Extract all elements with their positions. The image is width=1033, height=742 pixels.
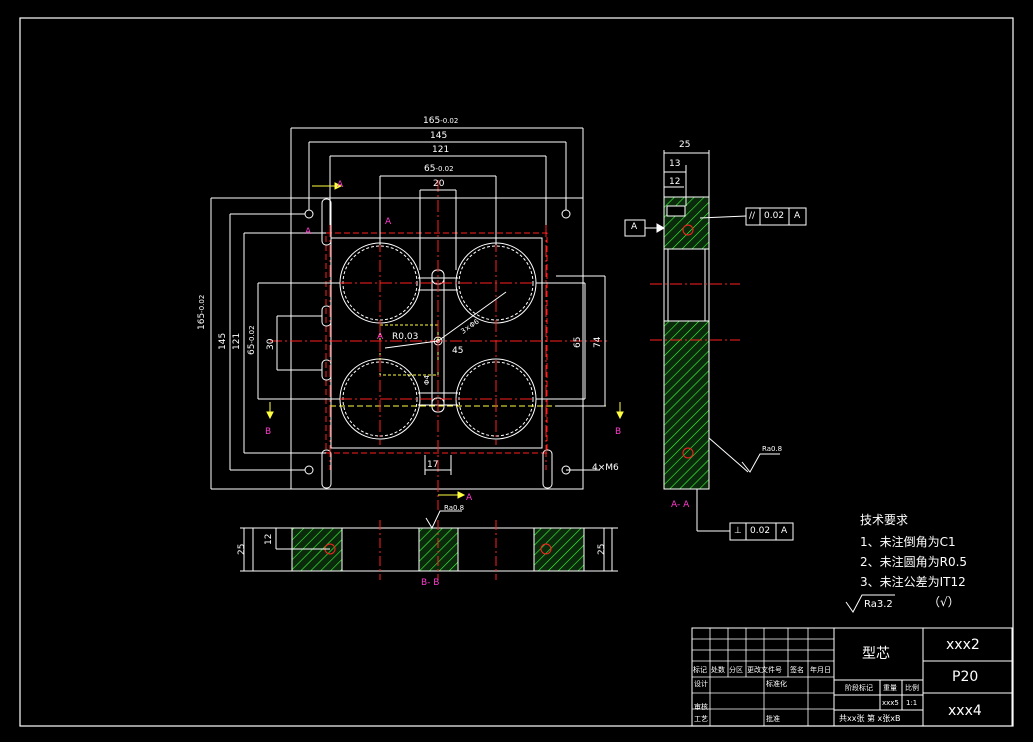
tech-note-2: 2、未注圆角为R0.5 <box>860 555 968 569</box>
section-label-a-bottom: A <box>466 493 473 503</box>
dim-left-165: 165-0.02 <box>197 294 207 330</box>
note-hole: 4×M6 <box>592 463 619 473</box>
side-view <box>624 150 807 541</box>
dim-top-165: 165-0.02 <box>423 116 459 126</box>
row-process: 工艺 <box>694 715 708 723</box>
bottom-dim-25-right: 25 <box>597 543 607 555</box>
roughness-symbol <box>845 594 895 613</box>
scale-label: 比例 <box>905 684 919 692</box>
hdr-col-5: 签名 <box>790 666 804 674</box>
hdr-col-4: 更改文件号 <box>747 666 782 674</box>
dim-top-145: 145 <box>430 131 448 141</box>
tech-note-1: 1、未注倒角为C1 <box>860 535 956 549</box>
bottom-section-label: B- B <box>421 578 440 588</box>
bottom-dim-25-left: 25 <box>237 543 247 555</box>
section-label-a-upper: A <box>385 217 392 227</box>
plate-outline <box>290 197 584 490</box>
section-label-a-center: A <box>377 332 384 342</box>
dim-center-45: 45 <box>452 346 464 356</box>
parallel-symbol: // <box>749 211 756 221</box>
row-approve: 批准 <box>766 715 780 723</box>
row-standard: 标准化 <box>766 680 787 688</box>
hdr-col-1: 标记 <box>693 666 707 674</box>
weight-value: xxx5 <box>882 699 899 707</box>
bottom-roughness: Ra0.8 <box>444 504 465 512</box>
stage-label: 阶段标记 <box>845 684 873 692</box>
dim-left-30: 30 <box>266 338 276 350</box>
side-dim-12: 12 <box>669 177 681 187</box>
dim-left-65: 65-0.02 <box>247 325 257 355</box>
main-view <box>210 127 624 510</box>
dim-top-20: 20 <box>433 179 445 189</box>
drawing-number: xxx2 <box>946 637 980 653</box>
row-review: 审核 <box>694 703 708 711</box>
section-label-b-left: B <box>265 427 272 437</box>
row-design: 设计 <box>694 680 708 688</box>
perp-symbol: ⊥ <box>734 526 742 536</box>
dim-center-phi: Φ4 <box>423 375 431 385</box>
side-roughness: Ra0.8 <box>762 445 783 453</box>
perp-tol: 0.02 <box>750 526 771 536</box>
parallel-tol: 0.02 <box>764 211 785 221</box>
side-hatch-mid <box>663 320 710 490</box>
part-name: 型芯 <box>862 646 890 662</box>
drawing-border <box>19 17 1014 727</box>
section-label-a-left: A <box>305 227 312 237</box>
tech-notes-roughness: Ra3.2 <box>864 599 893 610</box>
section-label-b-right: B <box>615 427 622 437</box>
hdr-col-6: 年月日 <box>810 666 831 674</box>
dim-left-145: 145 <box>218 332 228 350</box>
tech-note-3: 3、未注公差为IT12 <box>860 575 966 589</box>
sheet-text: 共xx张 第 x张xB <box>839 714 901 723</box>
scale-value: 1:1 <box>906 699 918 707</box>
dim-top-121: 121 <box>432 145 450 155</box>
dim-center-r03: R0.03 <box>392 332 419 342</box>
dim-left-121: 121 <box>232 332 242 350</box>
material: P20 <box>952 669 979 685</box>
dim-right-74: 74 <box>593 336 603 348</box>
dim-right-65: 65 <box>573 336 583 348</box>
dim-top-65: 65-0.02 <box>424 164 454 174</box>
side-dim-13: 13 <box>669 159 681 169</box>
bottom-dim-12: 12 <box>264 533 274 545</box>
hdr-col-2: 处数 <box>711 666 725 674</box>
parallel-ref: A <box>794 211 801 221</box>
weight-label: 重量 <box>883 684 897 692</box>
title-block <box>691 627 1013 727</box>
side-section-label: A- A <box>671 500 690 510</box>
perp-ref: A <box>781 526 788 536</box>
datum-a-label: A <box>631 222 638 232</box>
bottom-view <box>240 510 618 580</box>
tech-notes-check: （√） <box>928 595 960 609</box>
pocket-outline <box>325 232 548 454</box>
hdr-col-3: 分区 <box>729 666 743 674</box>
company: xxx4 <box>948 703 982 719</box>
section-label-a-top: A <box>337 180 344 190</box>
side-dim-25: 25 <box>679 140 691 150</box>
dim-bottom-17: 17 <box>427 460 439 470</box>
tech-notes-title: 技术要求 <box>860 513 909 527</box>
